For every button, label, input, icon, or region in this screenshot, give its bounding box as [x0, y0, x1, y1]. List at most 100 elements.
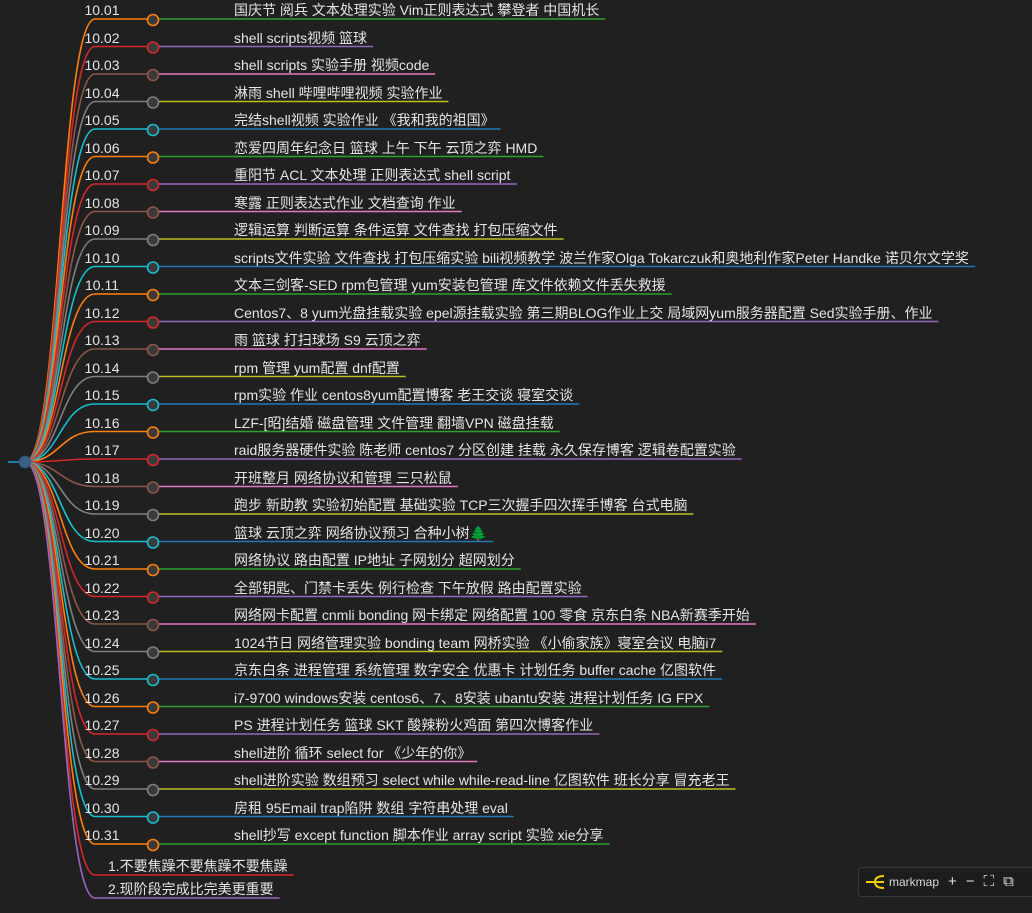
- note-text: 2.现阶段完成比完美更重要: [108, 881, 274, 897]
- leaf-text: rpm实验 作业 centos8yum配置博客 老王交谈 寝室交谈: [234, 387, 574, 403]
- date-node: 10.22: [84, 579, 120, 596]
- date-node: 10.14: [84, 359, 120, 376]
- date-node: 10.25: [84, 662, 120, 678]
- date-node: 10.07: [84, 167, 120, 183]
- date-node: 10.30: [84, 799, 120, 816]
- leaf-text: shell抄写 except function 脚本作业 array scrip…: [234, 827, 604, 843]
- note-text: 1.不要焦躁不要焦躁不要焦躁: [108, 858, 288, 874]
- branch-toggle-circle[interactable]: [146, 536, 160, 549]
- branch-toggle-circle[interactable]: [146, 41, 160, 54]
- branch-toggle-circle[interactable]: [146, 151, 160, 164]
- date-node: 10.17: [84, 442, 120, 458]
- branch-toggle-circle[interactable]: [146, 178, 160, 192]
- branch-toggle-circle[interactable]: [146, 453, 160, 467]
- branch-edge: [24, 403, 148, 463]
- branch-toggle-circle[interactable]: [146, 481, 160, 494]
- branch-edge: [24, 210, 148, 463]
- branch-toggle-circle[interactable]: [146, 206, 160, 219]
- leaf-text: 房租 95Email trap陷阱 数组 字符串处理 eval: [234, 799, 508, 816]
- leaf-text: shell进阶 循环 select for 《少年的你》: [234, 744, 472, 761]
- branch-toggle-circle[interactable]: [146, 646, 160, 659]
- leaf-text: shell scripts 实验手册 视频code: [234, 57, 430, 73]
- branch-toggle-circle[interactable]: [146, 811, 160, 824]
- toggle-recursive-button[interactable]: ⧉: [1003, 873, 1014, 890]
- leaf-text: 恋爱四周年纪念日 篮球 上午 下午 云顶之弈 HMD: [234, 139, 538, 156]
- note-edge: [24, 461, 280, 899]
- date-node: 10.05: [84, 112, 120, 128]
- zoom-in-button[interactable]: +: [948, 873, 957, 890]
- markmap-logo-icon: [866, 875, 885, 889]
- branch-toggle-circle[interactable]: [146, 371, 160, 384]
- branch-toggle-circle[interactable]: [146, 756, 160, 769]
- branch-toggle-circle[interactable]: [146, 316, 160, 329]
- leaf-text: Centos7、8 yum光盘挂载实验 epel源挂载实验 第三期BLOG作业上…: [234, 304, 933, 321]
- zoom-out-button[interactable]: −: [965, 873, 975, 890]
- branch-toggle-circle[interactable]: [146, 838, 160, 852]
- date-node: 10.24: [84, 634, 120, 651]
- branch-edge: [24, 461, 148, 515]
- date-node: 10.19: [84, 497, 120, 513]
- leaf-text: 文本三剑客-SED rpm包管理 yum安装包管理 库文件依赖文件丢失救援: [234, 277, 666, 293]
- date-node: 10.16: [84, 414, 120, 431]
- leaf-text: shell scripts视频 篮球: [234, 29, 368, 46]
- leaf-text: 寒露 正则表达式作业 文档查询 作业: [234, 194, 456, 211]
- date-node: 10.09: [84, 222, 120, 238]
- branch-toggle-circle[interactable]: [146, 68, 160, 82]
- branch-edge: [24, 458, 148, 463]
- leaf-text: 全部钥匙、门禁卡丢失 例行检查 下午放假 路由配置实验: [234, 579, 582, 596]
- branch-toggle-circle[interactable]: [146, 261, 160, 274]
- branch-toggle-circle[interactable]: [146, 288, 160, 302]
- leaf-text: 国庆节 阅兵 文本处理实验 Vim正则表达式 攀登者 中国机长: [234, 2, 600, 18]
- leaf-text: 1024节日 网络管理实验 bonding team 网桥实验 《小偷家族》寝室…: [234, 634, 717, 651]
- markmap-logo-link[interactable]: markmap: [865, 875, 939, 889]
- branch-toggle-circle[interactable]: [146, 783, 160, 797]
- branch-toggle-circle[interactable]: [146, 591, 160, 604]
- leaf-text: 完结shell视频 实验作业 《我和我的祖国》: [234, 112, 495, 128]
- branch-toggle-circle[interactable]: [146, 398, 160, 412]
- branch-toggle-circle[interactable]: [146, 618, 160, 632]
- branch-toggle-circle[interactable]: [146, 343, 160, 357]
- leaf-text: PS 进程计划任务 篮球 SKT 酸辣粉火鸡面 第四次博客作业: [234, 717, 594, 733]
- date-node: 10.10: [84, 249, 120, 266]
- date-node: 10.12: [84, 304, 120, 321]
- branch-edge: [24, 293, 148, 463]
- root-node-circle[interactable]: [18, 455, 32, 469]
- branch-toggle-circle[interactable]: [146, 563, 160, 577]
- date-node: 10.06: [84, 139, 120, 156]
- leaf-text: shell进阶实验 数组预习 select while while-read-l…: [234, 772, 730, 788]
- leaf-text: rpm 管理 yum配置 dnf配置: [234, 359, 400, 376]
- date-node: 10.03: [84, 57, 120, 73]
- fit-window-button[interactable]: ⛶: [983, 873, 995, 890]
- date-node: 10.13: [84, 332, 120, 348]
- date-node: 10.31: [84, 827, 120, 843]
- leaf-text: 逻辑运算 判断运算 条件运算 文件查找 打包压缩文件: [234, 222, 558, 238]
- branch-edge: [24, 348, 148, 463]
- branch-toggle-circle[interactable]: [146, 673, 160, 687]
- date-node: 10.01: [84, 2, 120, 18]
- branch-toggle-circle[interactable]: [146, 13, 160, 27]
- branch-toggle-circle[interactable]: [146, 123, 160, 137]
- leaf-text: 开班整月 网络协议和管理 三只松鼠: [234, 469, 452, 486]
- branch-toggle-circle[interactable]: [146, 233, 160, 247]
- branch-toggle-circle[interactable]: [146, 426, 160, 439]
- leaf-text: 淋雨 shell 哔哩哔哩视频 实验作业: [234, 84, 443, 101]
- branch-toggle-circle[interactable]: [146, 508, 160, 522]
- branch-toggle-circle[interactable]: [146, 96, 160, 109]
- date-node: 10.15: [84, 387, 120, 403]
- leaf-text: 雨 篮球 打扫球场 S9 云顶之弈: [234, 332, 421, 348]
- branch-edge: [24, 320, 148, 463]
- date-node: 10.18: [84, 469, 120, 486]
- leaf-text: 京东白条 进程管理 系统管理 数字安全 优惠卡 计划任务 buffer cach…: [234, 662, 717, 678]
- branch-toggle-circle[interactable]: [146, 728, 160, 742]
- date-node: 10.29: [84, 772, 120, 788]
- branch-edge: [24, 461, 148, 598]
- branch-edge: [24, 430, 148, 463]
- branch-edge: [24, 238, 148, 463]
- leaf-text: scripts文件实验 文件查找 打包压缩实验 bili视频教学 波兰作家Olg…: [234, 249, 969, 266]
- date-node: 10.04: [84, 84, 120, 101]
- branch-toggle-circle[interactable]: [146, 701, 160, 714]
- date-node: 10.21: [84, 552, 120, 568]
- leaf-text: raid服务器硬件实验 陈老师 centos7 分区创建 挂载 永久保存博客 逻…: [234, 442, 736, 458]
- date-node: 10.23: [84, 607, 120, 623]
